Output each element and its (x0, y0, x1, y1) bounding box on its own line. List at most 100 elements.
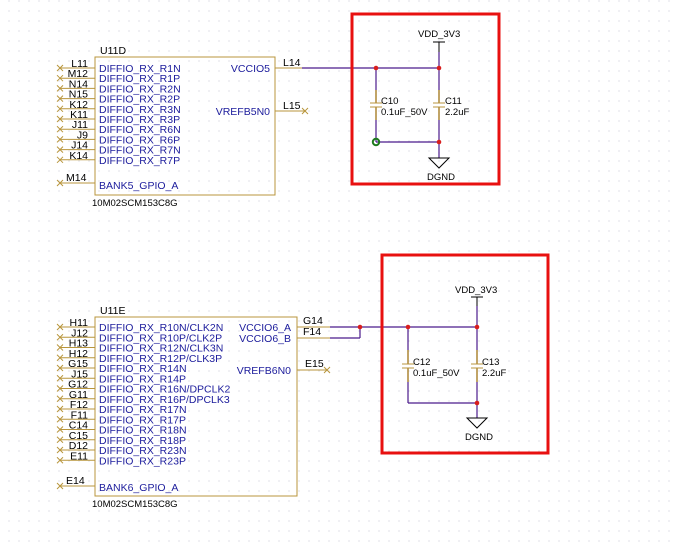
pin-row[interactable]: J11 DIFFIO_RX_R6N (56, 119, 181, 136)
no-connect-icon (56, 354, 64, 362)
part-body[interactable] (94, 56, 276, 196)
capacitor-c10[interactable]: C10 0.1uF_50V (370, 90, 428, 120)
pin-number: J12 (71, 327, 88, 339)
pin-name: DIFFIO_RX_R7P (99, 155, 180, 167)
no-connect-icon (56, 64, 64, 72)
pin-name: BANK6_GPIO_A (99, 482, 178, 494)
highlight-box (350, 12, 501, 186)
pin-name: DIFFIO_RX_R16P/DPCLK3 (99, 394, 230, 406)
pin-row[interactable]: N15 DIFFIO_RX_R2P (56, 89, 180, 106)
ground-net-label: DGND (427, 172, 455, 183)
highlight-box (380, 253, 550, 455)
junction-dot (373, 65, 379, 71)
pin-number: M12 (68, 68, 89, 80)
no-connect-icon (56, 136, 64, 143)
pin-number: F14 (303, 326, 321, 338)
cap-value: 0.1uF_50V (413, 368, 460, 379)
power-port-icon (471, 296, 483, 306)
pin-number: E15 (305, 358, 324, 370)
no-connect-icon (56, 364, 64, 372)
pin-number: F12 (70, 399, 88, 411)
pin-name: DIFFIO_RX_R16N/DPCLK2 (99, 384, 230, 396)
cap-refdes: C10 (381, 96, 398, 107)
pin-name: DIFFIO_RX_R12N/CLK3N (99, 343, 223, 355)
pin-number: M14 (66, 172, 87, 184)
ground-symbol-icon (427, 157, 451, 169)
refdes-label: U11E (100, 305, 126, 317)
decoupling-group-2[interactable]: VDD_3V3 C12 0.1uF_50V C13 2.2uF (380, 253, 550, 455)
pin-number: L11 (71, 58, 88, 70)
pin-row[interactable]: N14 DIFFIO_RX_R2N (56, 78, 181, 95)
capacitor-c12[interactable]: C12 0.1uF_50V (402, 350, 460, 382)
pin-number: K14 (69, 150, 88, 162)
pin-number: J11 (72, 119, 88, 131)
pin-number: J15 (71, 368, 88, 380)
cap-refdes: C13 (482, 357, 499, 368)
no-connect-icon (56, 405, 64, 413)
pin-row[interactable]: H13 DIFFIO_RX_R12N/CLK3N (56, 338, 223, 355)
pin-name: DIFFIO_RX_R6P (99, 134, 180, 146)
no-connect-icon (56, 456, 64, 464)
pin-name: DIFFIO_RX_R6N (99, 124, 181, 136)
part-body[interactable] (94, 316, 298, 497)
no-connect-icon (56, 95, 64, 102)
pin-number: L14 (283, 57, 301, 69)
net-vccio6[interactable] (330, 324, 477, 339)
cap-value: 2.2uF (482, 368, 506, 379)
junction-dot (357, 324, 363, 330)
pin-number: G14 (303, 315, 323, 327)
cap-refdes: C11 (445, 96, 462, 107)
pin-number: N14 (69, 78, 88, 90)
pin-row[interactable]: K14 DIFFIO_RX_R7P (56, 150, 180, 167)
no-connect-icon (56, 85, 64, 92)
pin-name: DIFFIO_RX_R14N (99, 363, 187, 375)
refdes-label: U11D (100, 45, 126, 57)
pin-name: DIFFIO_RX_R18N (99, 425, 187, 437)
pin-name: DIFFIO_RX_R3P (99, 114, 180, 126)
power-port-icon (433, 41, 445, 52)
cap-value: 2.2uF (445, 107, 469, 118)
no-connect-icon (56, 344, 64, 351)
junction-dot (474, 400, 480, 406)
pin-number: G11 (69, 389, 88, 401)
junction-dot (405, 324, 411, 330)
capacitor-c11[interactable]: C11 2.2uF (433, 90, 469, 120)
no-connect-icon (301, 107, 309, 115)
pin-name: DIFFIO_RX_R17P (99, 414, 186, 426)
pin-number: H12 (69, 348, 88, 360)
pin-name: DIFFIO_RX_R3N (99, 104, 181, 116)
cap-refdes: C12 (413, 357, 430, 368)
capacitor-c13[interactable]: C13 2.2uF (471, 350, 506, 382)
pin-row[interactable]: G11 DIFFIO_RX_R16P/DPCLK3 (56, 389, 230, 406)
pin-number: N15 (69, 89, 88, 101)
pin-name: DIFFIO_RX_R2P (99, 94, 180, 106)
pin-number: J14 (71, 140, 88, 152)
pin-name: VREFB5N0 (216, 106, 270, 118)
no-connect-icon (56, 415, 64, 423)
pin-number: H13 (69, 338, 88, 350)
pin-name: DIFFIO_RX_R2N (99, 83, 181, 95)
no-connect-icon (56, 179, 64, 187)
decoupling-group-1[interactable]: VDD_3V3 C10 0.1uF_50V C11 2.2uF (350, 12, 501, 186)
